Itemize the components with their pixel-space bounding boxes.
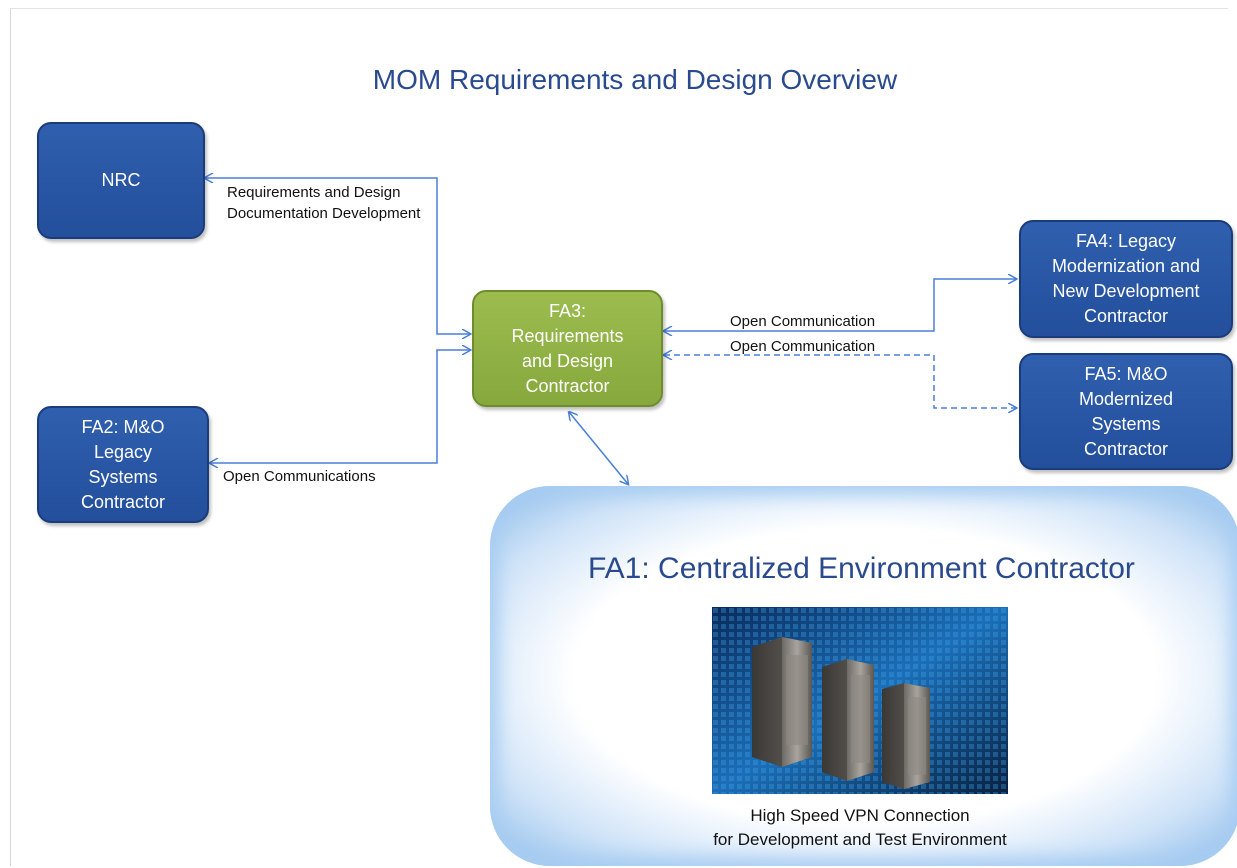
node-fa5: FA5: M&O Modernized Systems Contractor [1019, 353, 1233, 470]
node-fa4: FA4: Legacy Modernization and New Develo… [1019, 220, 1233, 338]
node-fa3: FA3: Requirements and Design Contractor [472, 290, 663, 407]
node-nrc: NRC [37, 122, 205, 239]
label-fa2-fa3: Open Communications [223, 468, 376, 485]
server-image [712, 607, 1008, 794]
label-fa3-fa5: Open Communication [730, 338, 876, 355]
label-nrc-fa3: Requirements and Design Documentation De… [227, 184, 421, 222]
label-fa3-fa4: Open Communication [730, 313, 876, 330]
node-fa2: FA2: M&O Legacy Systems Contractor [37, 406, 209, 523]
fa1-caption: High Speed VPN Connection for Developmen… [713, 806, 1007, 849]
connector-fa3-fa1 [569, 412, 628, 484]
fa1-title: FA1: Centralized Environment Contractor [588, 552, 1135, 585]
diagram-title: MOM Requirements and Design Overview [372, 64, 898, 95]
connector-fa3-fa5 [664, 355, 1016, 408]
connector-fa3-fa4 [664, 279, 1016, 331]
page-frame [10, 8, 1228, 866]
connector-fa2-fa3 [210, 350, 470, 463]
connector-nrc-fa3 [205, 178, 470, 334]
